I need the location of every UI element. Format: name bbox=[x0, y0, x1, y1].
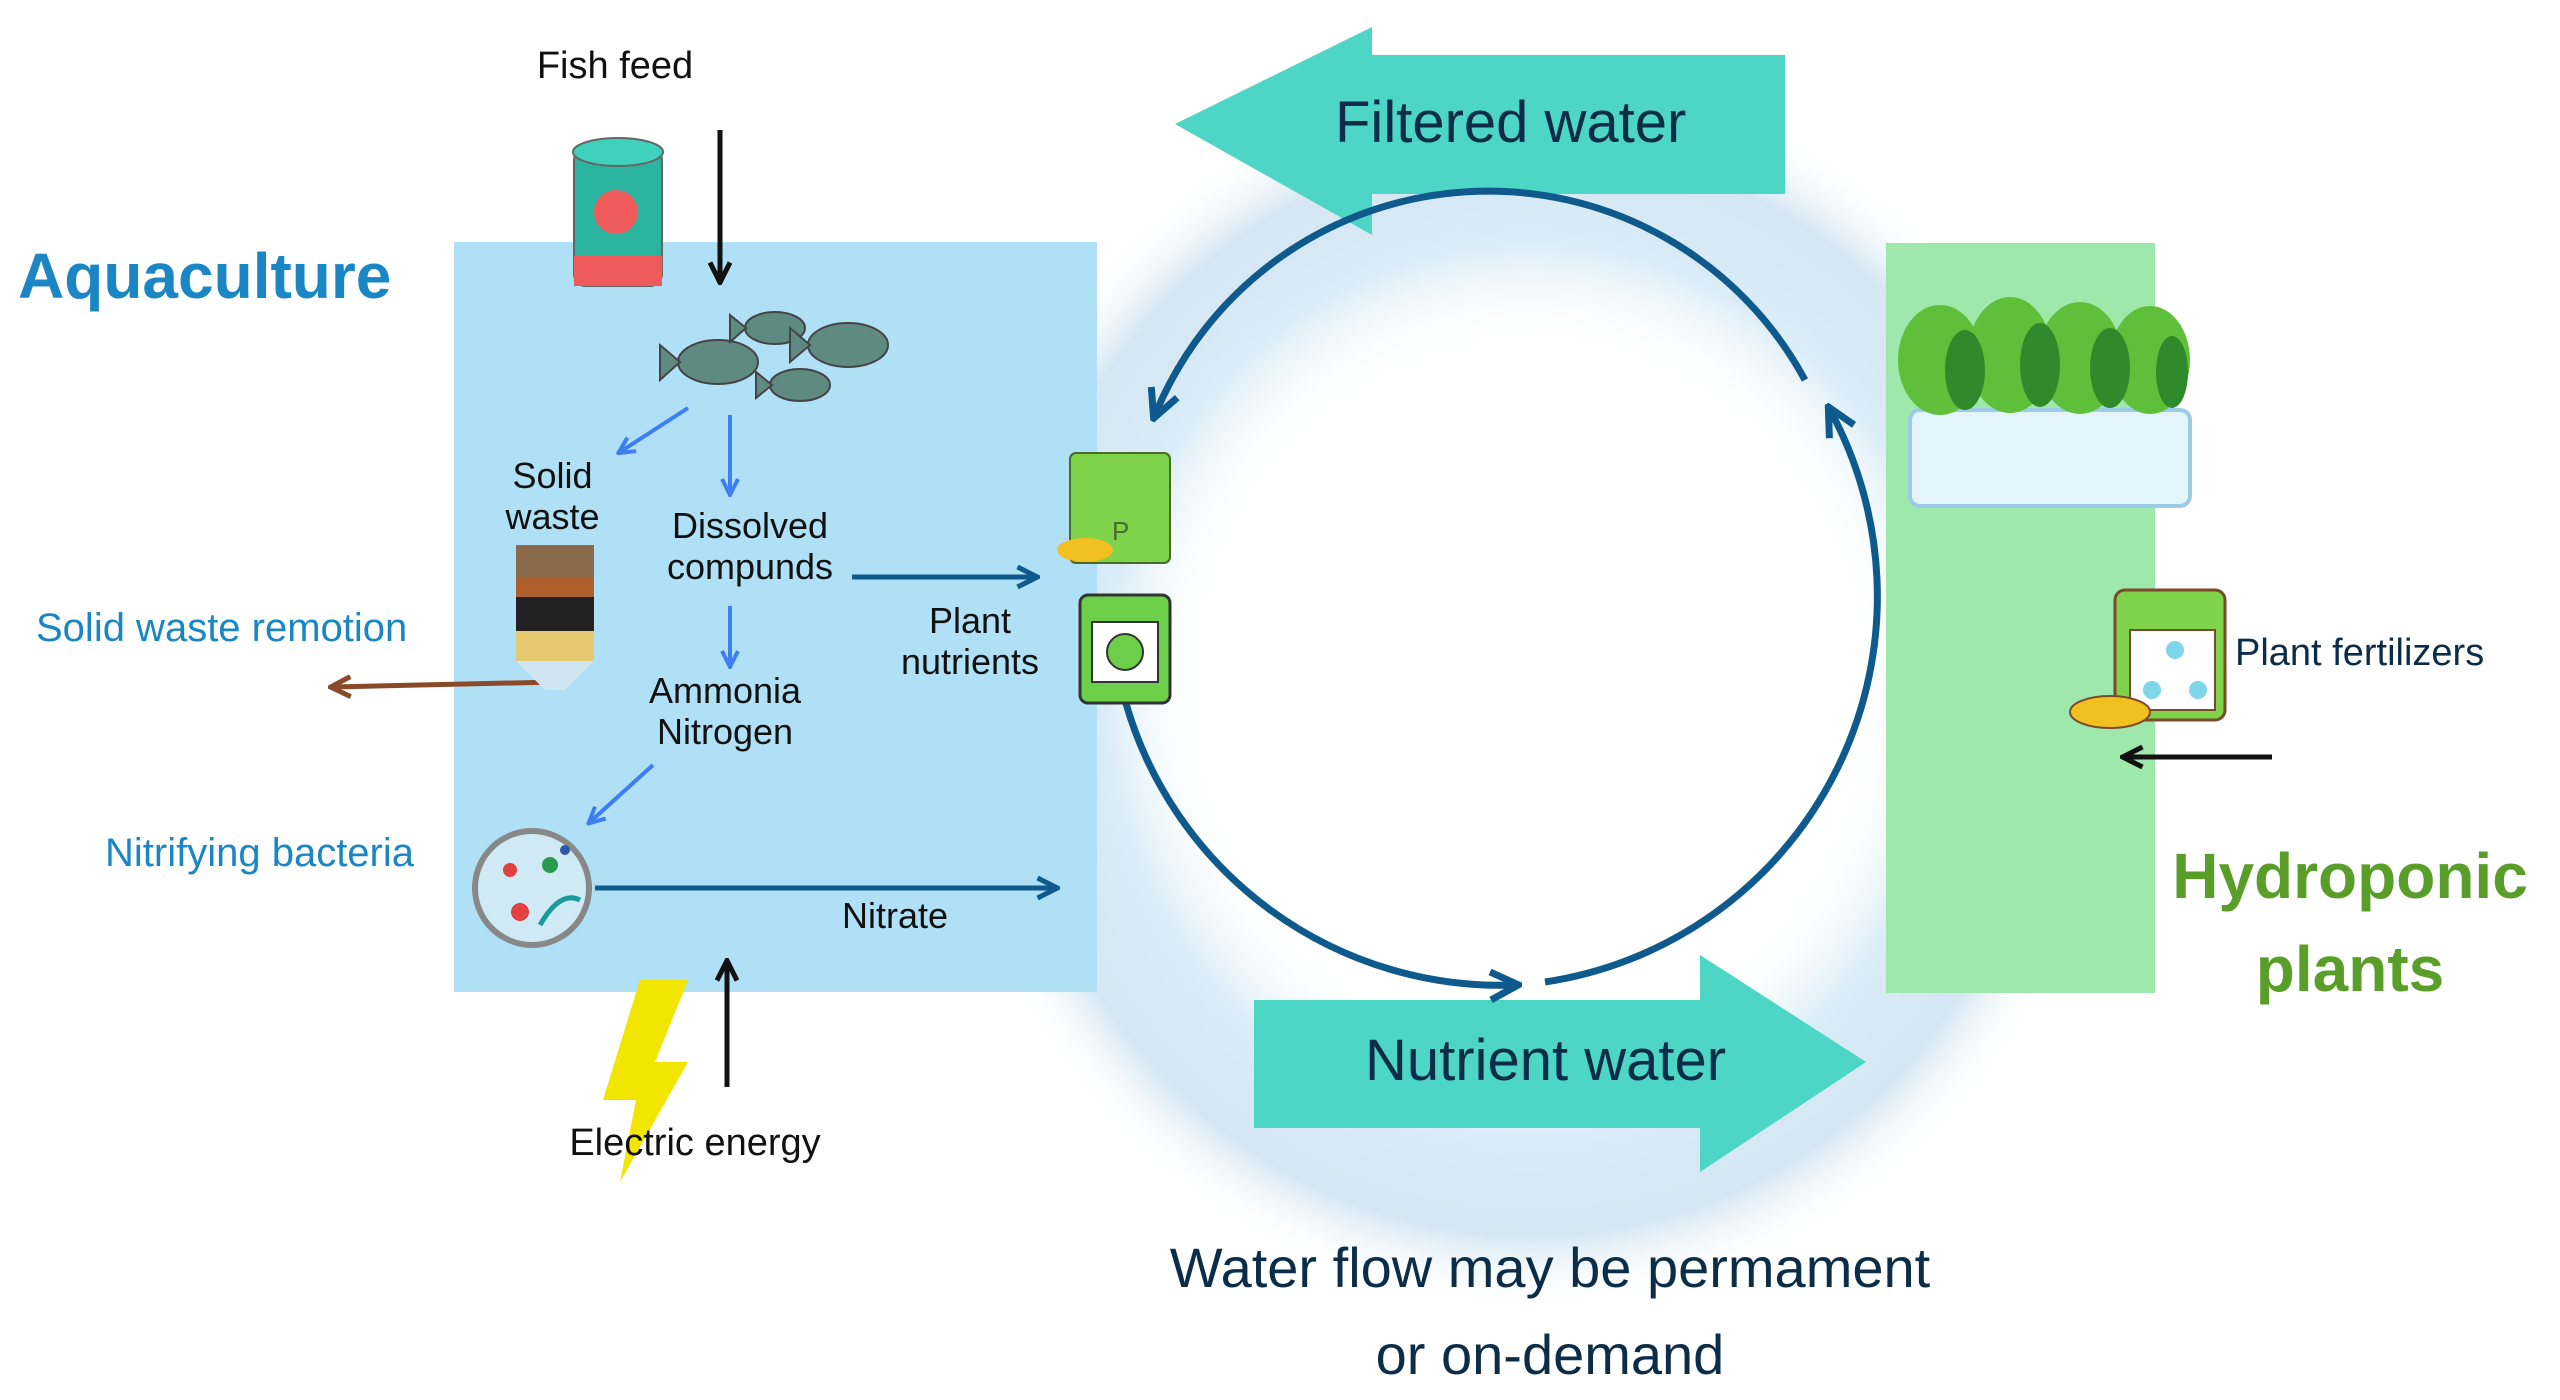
aquaculture-title: Aquaculture bbox=[18, 240, 392, 312]
cycle-arrow-right bbox=[1544, 410, 1881, 986]
ammonia-line-1: Ammonia bbox=[648, 670, 802, 711]
water-flow-note: Water flow may be permament or on-demand bbox=[1100, 1225, 2000, 1399]
solid-waste-label: Solid waste bbox=[490, 455, 615, 538]
water-splash-decoration bbox=[940, 70, 2120, 1310]
fertilizer-bag-icon: P bbox=[1057, 452, 1171, 564]
water-flow-note-line-2: or on-demand bbox=[1375, 1322, 1725, 1386]
filtered-water-label: Filtered water bbox=[1335, 90, 1687, 155]
waste-removal-arrow bbox=[333, 682, 557, 687]
fish-to-solid-waste-arrow bbox=[620, 406, 690, 452]
petri-dish-bacteria-icon bbox=[472, 828, 592, 948]
lightning-icon bbox=[603, 980, 688, 1182]
svg-text:P: P bbox=[1112, 516, 1129, 546]
sand-filter-icon bbox=[516, 545, 594, 690]
nutrient-water-arrow bbox=[1254, 955, 1866, 1172]
nitrifying-bacteria-label: Nitrifying bacteria bbox=[105, 831, 415, 875]
ammonia-nitrogen-label: Ammonia Nitrogen bbox=[620, 670, 830, 753]
fish-school-icon bbox=[659, 311, 889, 402]
solid-waste-removal-label: Solid waste remotion bbox=[36, 606, 408, 650]
nutrient-jug-icon bbox=[1078, 593, 1172, 705]
ammonia-line-2: Nitrogen bbox=[656, 711, 794, 753]
nutrient-water-label: Nutrient water bbox=[1365, 1028, 1727, 1093]
water-flow-note-line-1: Water flow may be permament bbox=[1169, 1236, 1931, 1299]
hydroponic-lettuce-tray-icon bbox=[1898, 297, 2192, 508]
dissolved-line-1: Dissolved bbox=[671, 505, 829, 546]
plant-fertilizers-label: Plant fertilizers bbox=[2235, 632, 2485, 674]
hydroponic-title-line-1: Hydroponic bbox=[2172, 840, 2528, 912]
ammonia-to-bacteria-arrow bbox=[590, 763, 655, 822]
solid-waste-line-1: Solid bbox=[512, 455, 593, 496]
plant-nutrients-line-2: nutrients bbox=[900, 641, 1040, 683]
plant-nutrients-label: Plant nutrients bbox=[870, 600, 1070, 683]
plant-nutrients-line-1: Plant bbox=[928, 600, 1012, 641]
cycle-arrow-top bbox=[1155, 187, 1809, 415]
dissolved-compounds-label: Dissolved compunds bbox=[640, 505, 860, 588]
hydroponic-title: Hydroponic plants bbox=[2140, 830, 2560, 1016]
fertilizer-canister-icon bbox=[2069, 588, 2227, 729]
solid-waste-line-2: waste bbox=[505, 496, 600, 538]
hydroponic-title-line-2: plants bbox=[2255, 932, 2445, 1005]
fish-feed-can-icon bbox=[572, 137, 664, 287]
fish-feed-label: Fish feed bbox=[536, 45, 694, 87]
filtered-water-arrow bbox=[1175, 27, 1785, 235]
dissolved-line-2: compunds bbox=[666, 546, 834, 588]
electric-energy-label: Electric energy bbox=[569, 1122, 821, 1164]
nitrate-label: Nitrate bbox=[841, 895, 949, 936]
cycle-arrow-bottom bbox=[1121, 699, 1515, 985]
